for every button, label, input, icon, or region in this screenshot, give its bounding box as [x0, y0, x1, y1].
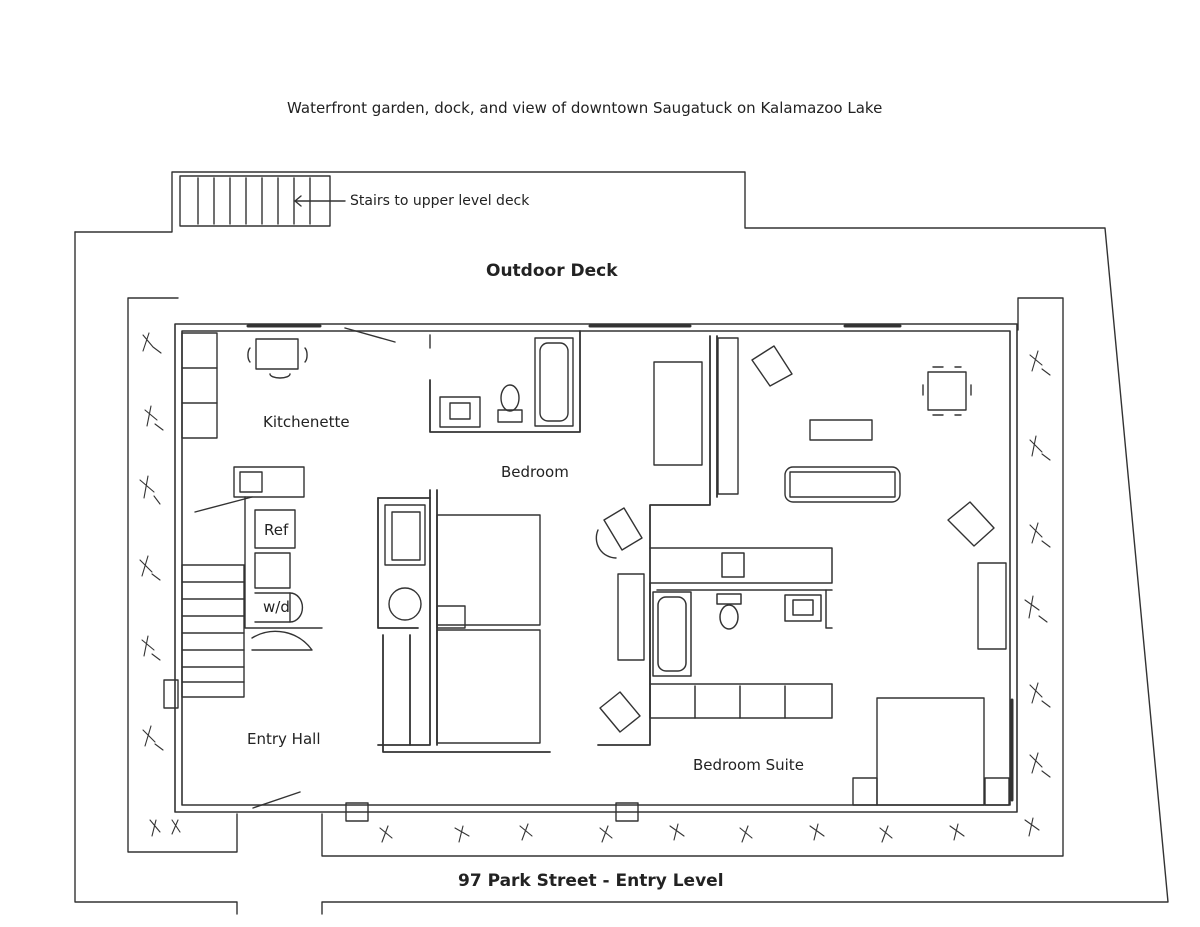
plants	[139, 332, 1051, 843]
bedroom-label: Bedroom	[501, 463, 569, 481]
planters	[127, 297, 1064, 857]
outdoor-deck-label: Outdoor Deck	[486, 261, 618, 281]
suite-living	[751, 345, 1007, 650]
bedroom-closet	[384, 504, 466, 629]
ref-label: Ref	[264, 521, 289, 539]
deck-outline	[74, 171, 1169, 915]
suite-bed	[852, 697, 1010, 806]
upper-stairs	[179, 175, 346, 227]
entry-door	[163, 679, 639, 822]
bedroom-suite-label: Bedroom Suite	[693, 756, 804, 774]
twin-beds	[436, 514, 541, 744]
utility-appliances	[244, 496, 323, 651]
top-caption: Waterfront garden, dock, and view of dow…	[287, 99, 883, 117]
wd-label: w/d	[263, 598, 290, 616]
kitchenette-label: Kitchenette	[263, 413, 350, 431]
interior-stairs	[181, 564, 245, 698]
suite-bathroom	[649, 547, 833, 719]
bathroom-top	[429, 330, 581, 433]
entry-hall-label: Entry Hall	[247, 730, 321, 748]
footer-title: 97 Park Street - Entry Level	[458, 871, 724, 891]
bedroom-furniture	[595, 337, 739, 733]
bedroom-partition	[377, 335, 718, 753]
stairs-note: Stairs to upper level deck	[350, 193, 530, 209]
kitchenette-fixtures	[181, 327, 396, 513]
